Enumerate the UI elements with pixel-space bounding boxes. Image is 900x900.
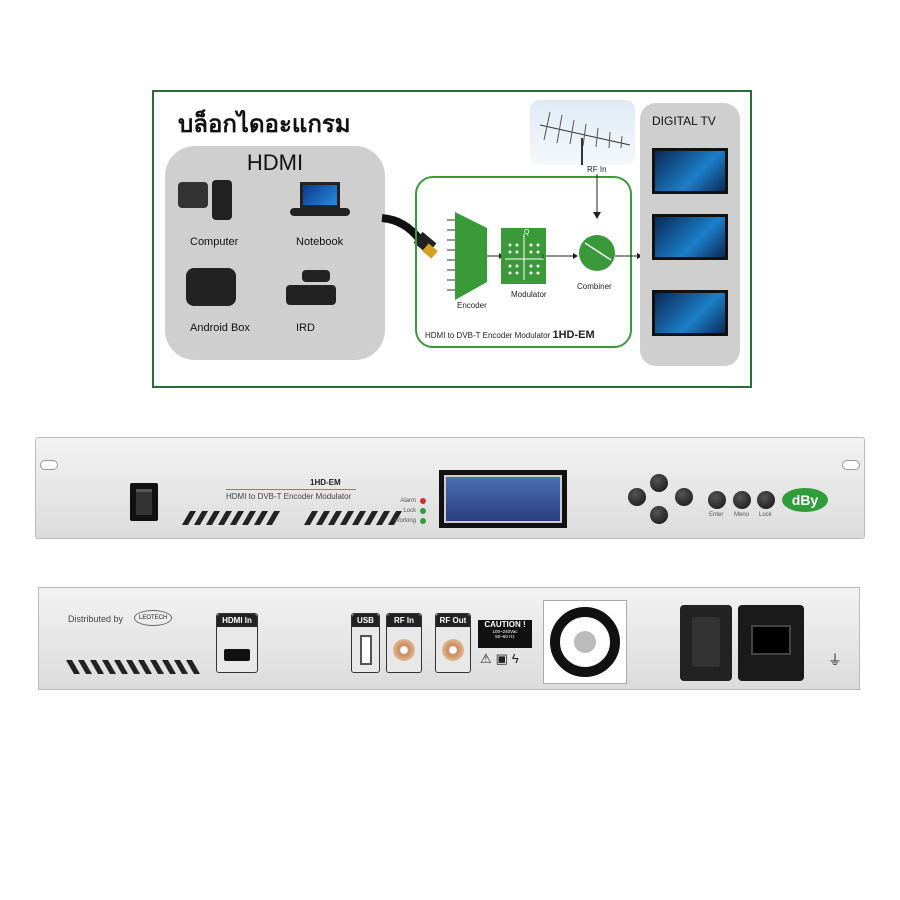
combiner-label: Combiner <box>577 282 612 291</box>
distributed-by-label: Distributed by <box>68 614 124 624</box>
encoder-label: Encoder <box>457 301 487 310</box>
digital-tv-heading: DIGITAL TV <box>652 114 716 128</box>
menu-button[interactable] <box>733 491 751 509</box>
encoder-block <box>455 212 487 300</box>
computer-tower-icon <box>212 180 232 220</box>
power-switch[interactable] <box>130 483 158 521</box>
leotech-logo: LEOTECH <box>134 610 173 626</box>
down-button[interactable] <box>650 506 668 524</box>
usb-port[interactable]: USB <box>351 613 380 673</box>
signal-chain-graphic <box>447 212 643 300</box>
modulator-label: Modulator <box>511 290 547 299</box>
power-outlet[interactable] <box>680 605 732 681</box>
up-button[interactable] <box>650 474 668 492</box>
tv-icon <box>652 148 728 194</box>
hdmi-in-label: HDMI In <box>217 614 257 627</box>
rack-mount-hole <box>842 460 860 470</box>
device-label-android-box: Android Box <box>190 322 250 334</box>
notebook-icon <box>300 182 340 208</box>
device-label-computer: Computer <box>190 236 239 248</box>
rf-in-label: RF In <box>587 165 607 174</box>
ird-receiver-icon <box>286 285 336 305</box>
device-label-ird: IRD <box>296 322 315 334</box>
usb-label: USB <box>352 614 379 627</box>
combiner-block <box>579 235 615 271</box>
led-working-label: Working <box>394 518 416 524</box>
dby-brand-logo: dBy <box>782 488 828 512</box>
lcd-display <box>439 470 567 528</box>
product-caption: HDMI to DVB-T Encoder Modulator 1HD-EM <box>425 329 595 341</box>
back-vents <box>65 660 202 679</box>
caption-model: 1HD-EM <box>552 329 595 341</box>
led-alarm-label: Alarm <box>400 498 416 504</box>
android-box-icon <box>186 268 236 306</box>
hdmi-sources-panel <box>165 146 385 360</box>
hdmi-cable-icon <box>381 214 438 259</box>
front-model: 1HD-EM <box>310 478 341 487</box>
enter-button[interactable] <box>708 491 726 509</box>
antenna-image <box>530 100 635 165</box>
tv-icon <box>652 214 728 260</box>
caution-label: CAUTION ! 100~240Vac 50~60 Hz <box>478 620 532 648</box>
divider-line <box>226 489 356 490</box>
rack-mount-hole <box>40 460 58 470</box>
i-axis-label: I <box>542 254 544 261</box>
caution-voltage: 100~240Vac <box>492 629 518 634</box>
enter-label: Enter <box>709 512 724 518</box>
working-led <box>420 518 426 524</box>
rf-in-arrow <box>593 174 601 219</box>
caption-text: HDMI to DVB-T Encoder Modulator <box>425 331 551 340</box>
notebook-keyboard-icon <box>290 208 350 216</box>
caution-frequency: 50~60 Hz <box>495 634 515 639</box>
cooling-fan <box>543 600 627 684</box>
lock-led <box>420 508 426 514</box>
alarm-led <box>420 498 426 504</box>
remote-control-icon <box>302 270 330 282</box>
front-description: HDMI to DVB-T Encoder Modulator <box>226 492 352 501</box>
menu-label: Menu <box>734 512 750 518</box>
led-labels: Alarm Lock Working <box>380 496 416 526</box>
hdmi-in-port[interactable]: HDMI In <box>216 613 258 673</box>
lock-label: Lock <box>759 512 772 518</box>
caution-title: CAUTION ! <box>484 620 526 629</box>
diagram-title: บล็อกไดอะแกรม <box>178 110 351 138</box>
iec-power-inlet[interactable] <box>738 605 804 681</box>
q-axis-label: Q <box>524 229 530 236</box>
front-vents <box>181 511 404 530</box>
safety-symbols-icon: ⚠▣ϟ <box>480 651 523 666</box>
led-lock-label: Lock <box>403 508 416 514</box>
rf-in-port-label: RF In <box>387 614 421 627</box>
rf-out-port[interactable]: RF Out <box>435 613 471 673</box>
rf-in-port[interactable]: RF In <box>386 613 422 673</box>
encoder-modulator-box <box>415 176 632 348</box>
lock-button[interactable] <box>757 491 775 509</box>
hdmi-heading: HDMI <box>246 150 304 175</box>
computer-icon <box>178 182 208 208</box>
rf-out-port-label: RF Out <box>436 614 470 627</box>
tv-icon <box>652 290 728 336</box>
left-button[interactable] <box>628 488 646 506</box>
right-button[interactable] <box>675 488 693 506</box>
ground-terminal-icon: ⏚ <box>828 652 842 668</box>
device-label-notebook: Notebook <box>296 236 344 248</box>
